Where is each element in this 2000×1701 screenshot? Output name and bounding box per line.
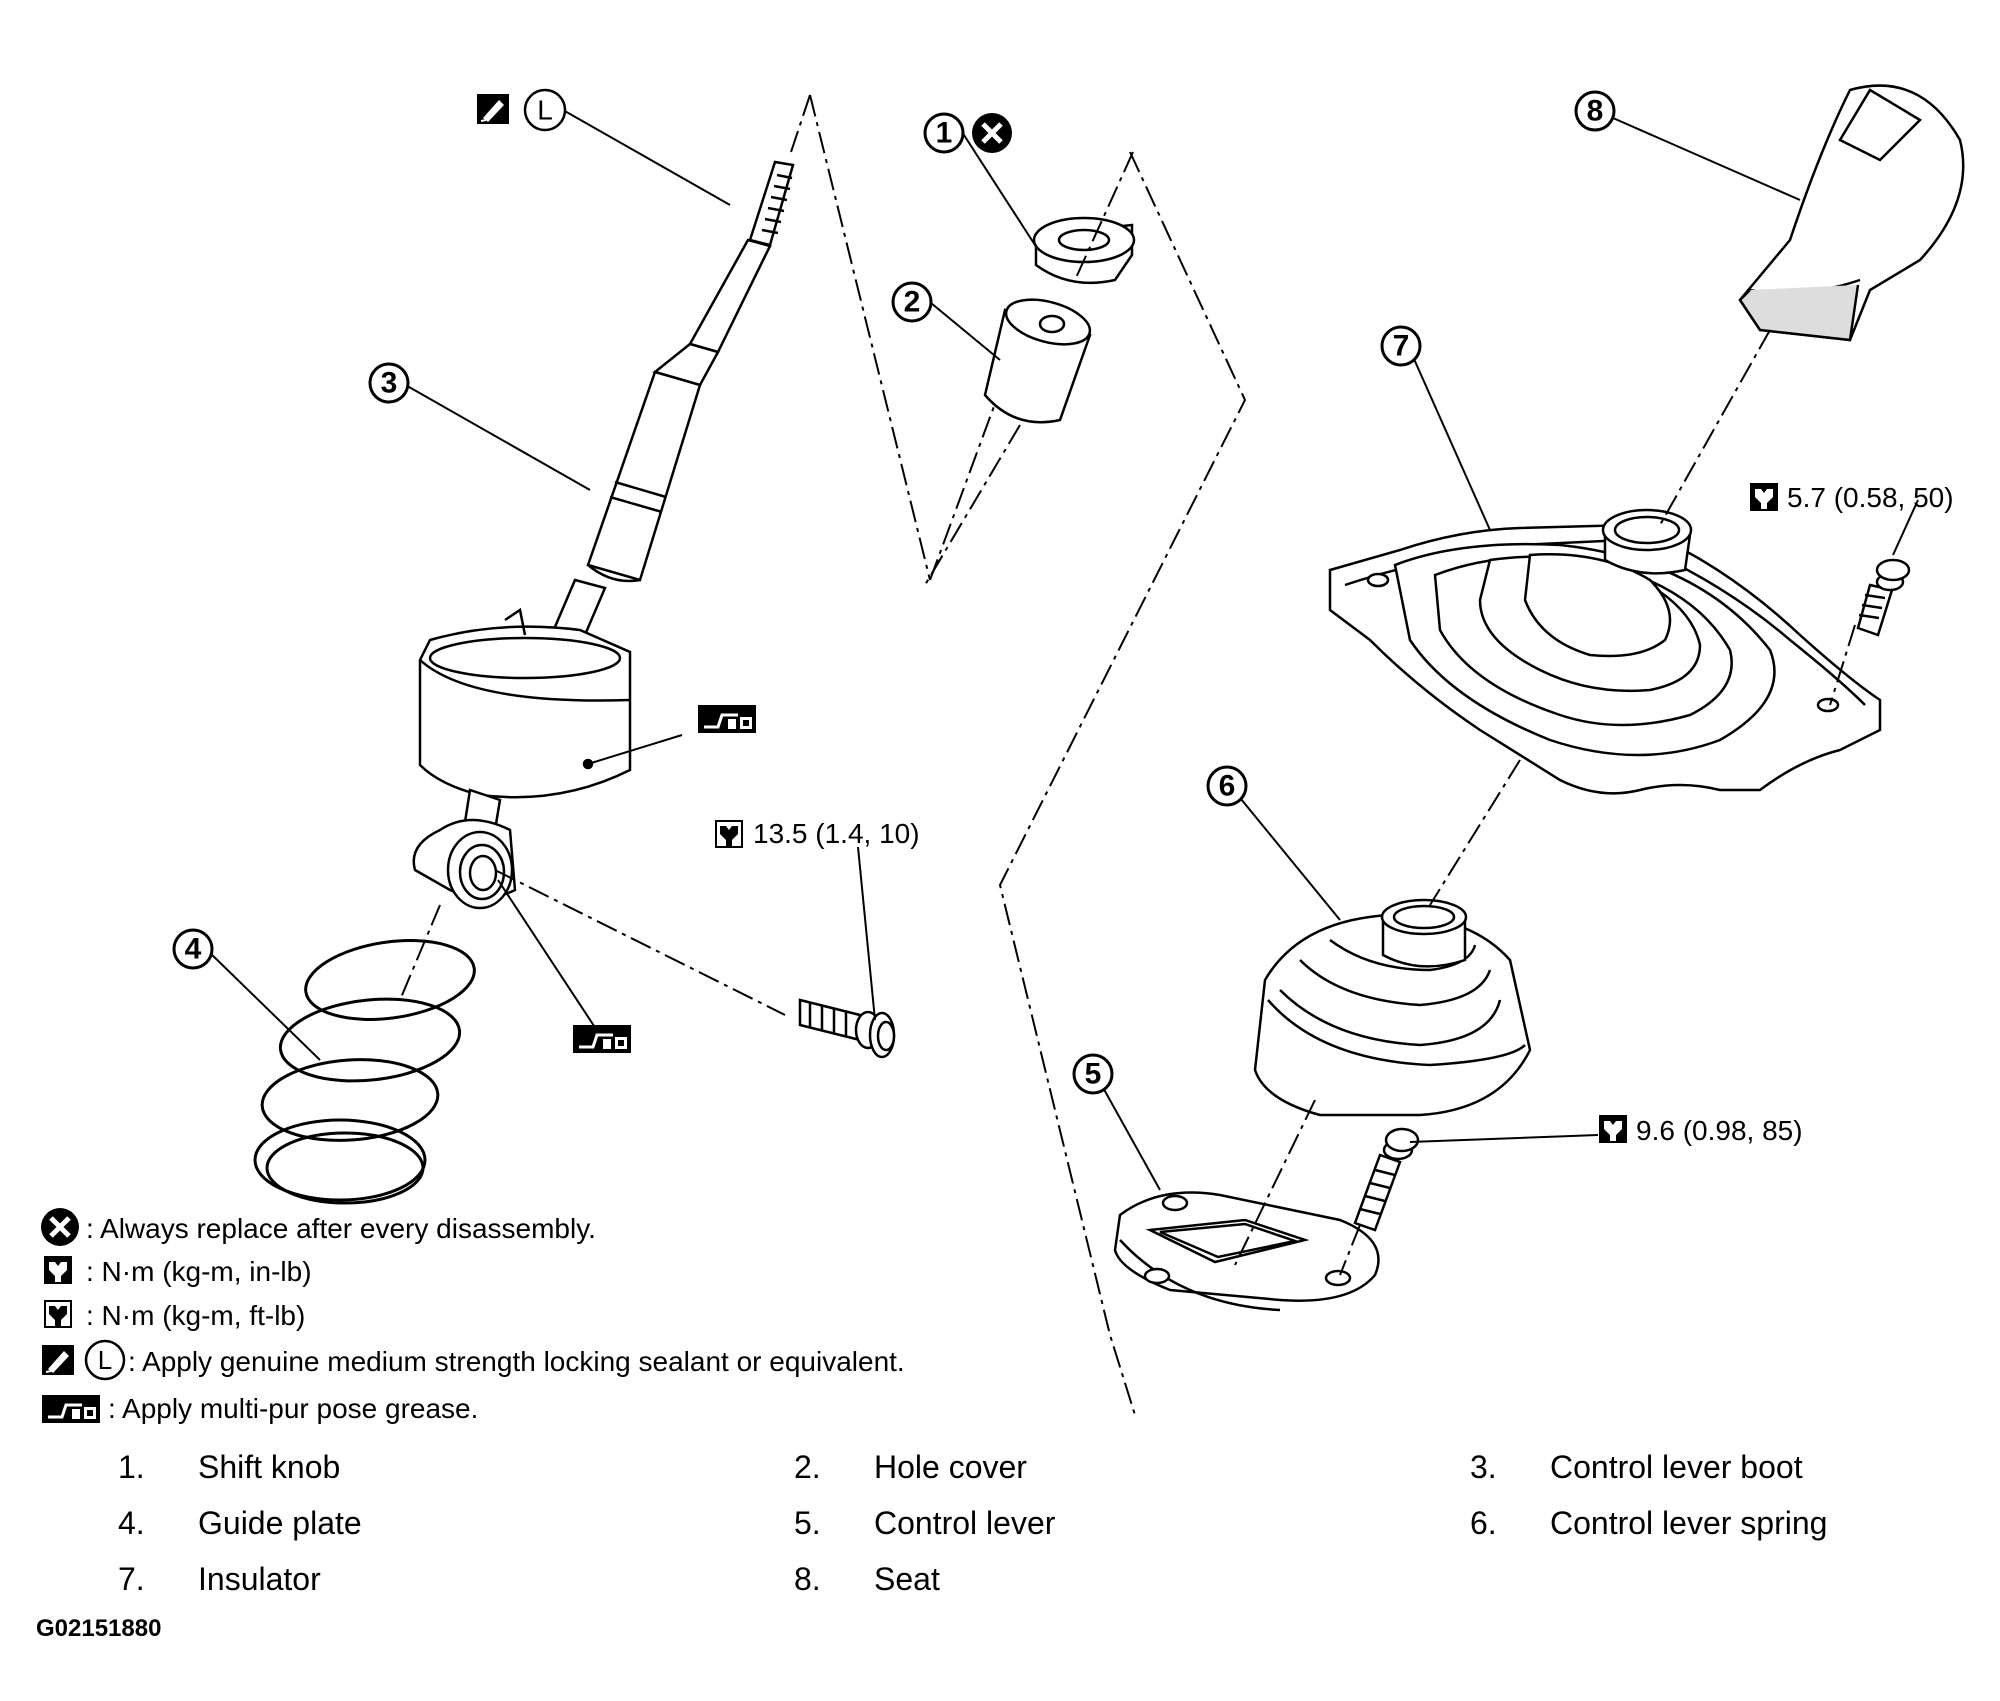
list-item: 8. Seat <box>794 1561 940 1597</box>
bolt-insulator <box>1856 558 1911 637</box>
alignment-lines-left <box>399 94 1001 1016</box>
svg-text:8: 8 <box>1587 95 1604 128</box>
svg-text:4.: 4. <box>118 1505 145 1541</box>
callout-1: 1 <box>923 112 965 154</box>
svg-text:8.: 8. <box>794 1561 821 1597</box>
callout-6: 6 <box>1206 765 1248 807</box>
callout-5: 5 <box>1072 1053 1114 1095</box>
svg-text:5.: 5. <box>794 1505 821 1541</box>
torque-inlb-icon <box>44 1256 72 1284</box>
svg-text:3.: 3. <box>1470 1449 1497 1485</box>
bolt-seat <box>1353 1127 1420 1232</box>
torque-ftlb-icon <box>44 1300 72 1328</box>
list-item: 6. Control lever spring <box>1470 1505 1827 1541</box>
control-lever-assembly <box>412 160 795 910</box>
svg-text:1.: 1. <box>118 1449 145 1485</box>
svg-text:Seat: Seat <box>874 1561 940 1597</box>
grease-icon <box>696 703 758 735</box>
shift-knob-insert <box>983 216 1136 424</box>
svg-text:Hole cover: Hole cover <box>874 1449 1027 1485</box>
alignment-lines-right <box>1234 329 1856 1276</box>
svg-text:: Apply genuine medium strengt: : Apply genuine medium strength locking … <box>128 1346 905 1377</box>
svg-text:6.: 6. <box>1470 1505 1497 1541</box>
svg-text:2.: 2. <box>794 1449 821 1485</box>
alignment-lines-middle <box>924 151 1247 1416</box>
shift-knob <box>1738 84 1965 342</box>
loctite-l-icon: L <box>84 1339 126 1381</box>
legend-row-torque-ftlb: : N·m (kg-m, ft-lb) <box>44 1300 305 1331</box>
svg-text:9.6 (0.98, 85): 9.6 (0.98, 85) <box>1636 1115 1803 1146</box>
svg-text:Insulator: Insulator <box>198 1561 321 1597</box>
svg-text:7.: 7. <box>118 1561 145 1597</box>
sealant-icon <box>41 1344 75 1376</box>
list-item: 1. Shift knob <box>118 1449 340 1485</box>
svg-text:: Apply multi-pur pose grease.: : Apply multi-pur pose grease. <box>108 1393 478 1424</box>
torque-spec-insulator: 5.7 (0.58, 50) <box>1750 482 1954 513</box>
svg-text:2: 2 <box>904 286 921 319</box>
torque-ftlb-icon <box>715 820 743 848</box>
svg-text:1: 1 <box>936 117 953 150</box>
torque-inlb-icon <box>1750 483 1778 511</box>
seat-plate <box>1113 1191 1380 1312</box>
legend-row-sealant: L : Apply genuine medium strength lockin… <box>41 1339 905 1381</box>
list-item: 5. Control lever <box>794 1505 1056 1541</box>
callout-4: 4 <box>172 928 214 970</box>
legend-row-replace: : Always replace after every disassembly… <box>41 1208 596 1246</box>
list-item: 3. Control lever boot <box>1470 1449 1803 1485</box>
parts-list: 1. Shift knob 2. Hole cover 3. Control l… <box>118 1449 1827 1597</box>
svg-text:Guide plate: Guide plate <box>198 1505 362 1541</box>
torque-spec-lever: 13.5 (1.4, 10) <box>715 818 920 849</box>
replace-icon <box>972 113 1012 153</box>
figure-id: G02151880 <box>36 1615 161 1642</box>
insulator <box>1328 508 1882 795</box>
grease-icon <box>571 1023 633 1055</box>
callout-7: 7 <box>1380 325 1422 367</box>
svg-text:Control lever: Control lever <box>874 1505 1056 1541</box>
svg-text:5.7 (0.58, 50): 5.7 (0.58, 50) <box>1787 482 1954 513</box>
legend: : Always replace after every disassembly… <box>40 1208 905 1425</box>
svg-text:: N·m (kg-m, in-lb): : N·m (kg-m, in-lb) <box>86 1256 312 1287</box>
bolt-lever <box>798 998 896 1059</box>
svg-text:3: 3 <box>381 367 398 400</box>
callout-3: 3 <box>368 362 410 404</box>
svg-text:L: L <box>98 1345 112 1375</box>
grease-icon <box>40 1393 102 1425</box>
svg-text:Control lever boot: Control lever boot <box>1550 1449 1803 1485</box>
leader-lines <box>206 109 1919 1191</box>
replace-icon <box>41 1208 79 1246</box>
loctite-l-icon: L <box>523 88 567 132</box>
svg-text:7: 7 <box>1393 330 1410 363</box>
list-item: 4. Guide plate <box>118 1505 362 1541</box>
legend-row-torque-inlb: : N·m (kg-m, in-lb) <box>44 1256 312 1287</box>
svg-text:4: 4 <box>185 933 202 966</box>
torque-inlb-icon <box>1599 1115 1627 1143</box>
sealant-icon <box>476 93 510 125</box>
callout-8: 8 <box>1574 90 1616 132</box>
torque-spec-seat: 9.6 (0.98, 85) <box>1599 1115 1803 1146</box>
svg-text:Control lever spring: Control lever spring <box>1550 1505 1827 1541</box>
list-item: 2. Hole cover <box>794 1449 1027 1485</box>
svg-text:Shift knob: Shift knob <box>198 1449 340 1485</box>
svg-text:: N·m (kg-m, ft-lb): : N·m (kg-m, ft-lb) <box>86 1300 305 1331</box>
list-item: 7. Insulator <box>118 1561 321 1597</box>
svg-text:13.5 (1.4, 10): 13.5 (1.4, 10) <box>753 818 920 849</box>
callout-2: 2 <box>891 281 933 323</box>
guide-plate-spring <box>253 939 476 1205</box>
svg-text:: Always replace after every d: : Always replace after every disassembly… <box>86 1213 596 1244</box>
legend-row-grease: : Apply multi-pur pose grease. <box>40 1393 478 1425</box>
svg-text:6: 6 <box>1219 770 1236 803</box>
control-lever-boot <box>1253 898 1532 1117</box>
svg-text:L: L <box>537 95 553 126</box>
svg-text:5: 5 <box>1085 1058 1102 1091</box>
